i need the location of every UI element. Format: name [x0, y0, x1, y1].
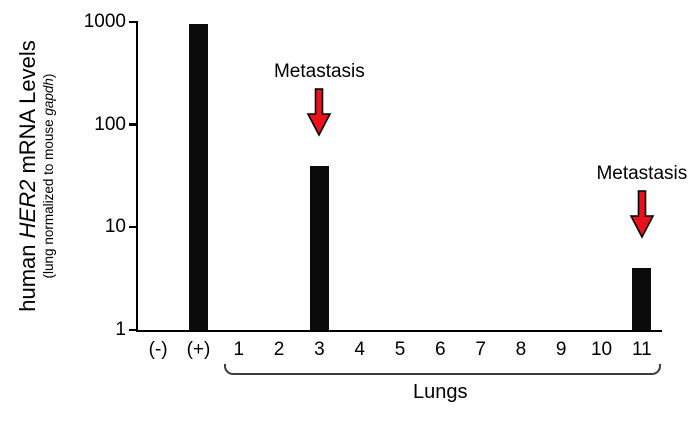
y-axis-title-sub: (lung normalized to mouse gapdh) [40, 73, 56, 279]
x-category-label: (+) [186, 339, 211, 360]
y-axis-title-main: human HER2 mRNA Levels [15, 40, 41, 312]
x-category-label: 1 [233, 339, 245, 360]
y-tick-mark [129, 225, 138, 229]
x-category-label: 6 [435, 339, 446, 360]
her2-italic-text: HER2 [15, 179, 41, 239]
gapdh-italic-text: gapdh [40, 78, 56, 116]
x-category-label: 5 [394, 339, 406, 360]
metastasis-arrow-icon [307, 87, 332, 137]
y-tick-label: 1000 [83, 11, 126, 32]
x-category-label: 3 [314, 339, 325, 360]
x-category-label: 11 [631, 339, 652, 360]
y-tick-label: 1 [115, 319, 126, 340]
y-tick-mark [129, 20, 138, 23]
annotation-label: Metastasis [596, 163, 688, 185]
y-tick-label: 100 [94, 113, 126, 135]
bar-3 [309, 165, 329, 330]
x-category-label: 9 [555, 339, 567, 360]
x-category-label: (-) [148, 339, 168, 360]
plot-area: Lungs 1000 100 10 1 (-) (+) 1 2 3 4 5 6 7 8 9 10 11 Metas… [84, 11, 688, 403]
y-tick-mark [129, 328, 138, 331]
lungs-bracket [223, 364, 661, 375]
annotation-label: Metastasis [273, 60, 365, 82]
y-tick-mark [129, 123, 138, 126]
x-category-label: 8 [515, 339, 527, 360]
metastasis-arrow-icon [629, 190, 655, 239]
y-tick-label: 10 [104, 216, 126, 238]
bar-11 [632, 268, 652, 330]
x-category-label: 7 [475, 339, 486, 360]
lungs-group-label: Lungs [413, 381, 468, 403]
x-category-label: 4 [354, 339, 365, 360]
x-category-label: 2 [273, 339, 285, 360]
x-category-label: 10 [590, 339, 613, 360]
bar-(+) [188, 24, 208, 330]
